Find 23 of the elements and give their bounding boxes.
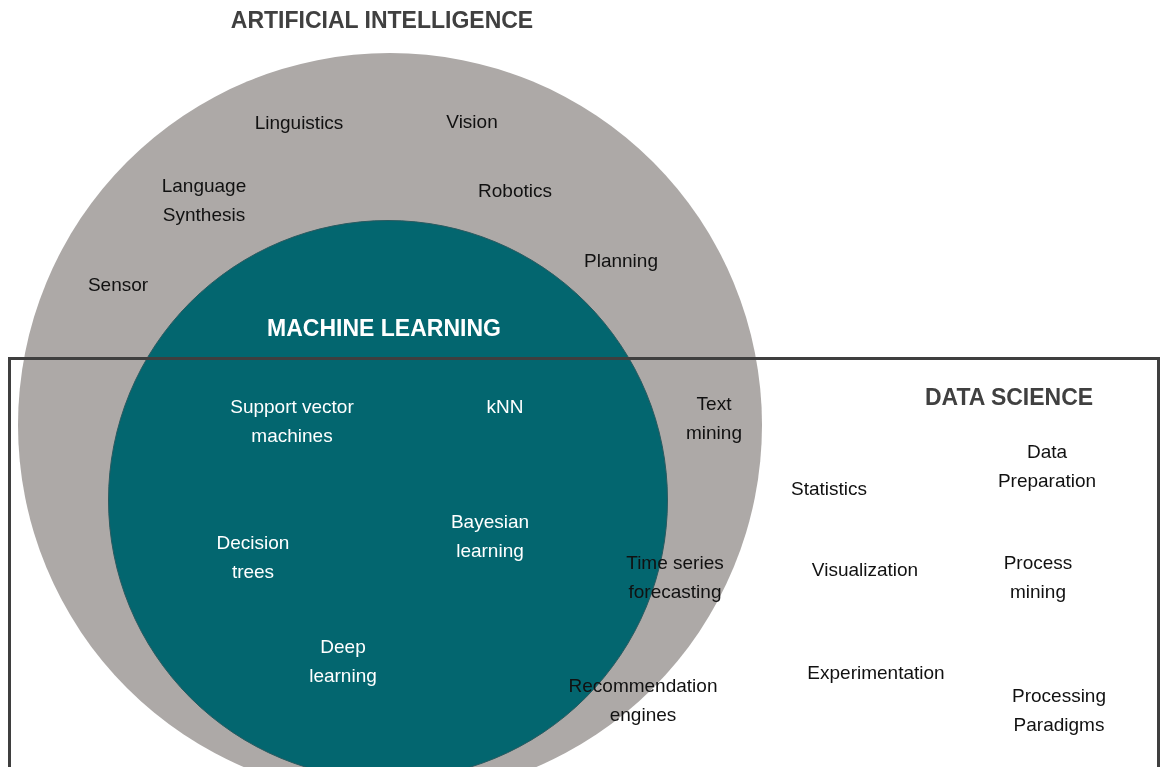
topic-label: Experimentation [807, 660, 945, 685]
topic-label: Data Preparation [996, 440, 1098, 493]
topic-label: Processing Paradigms [1011, 684, 1107, 737]
topic-label: Vision [446, 109, 498, 134]
topic-label: Visualization [811, 557, 919, 582]
topic-label: Language Synthesis [160, 174, 248, 227]
section-heading: ARTIFICIAL INTELLIGENCE [230, 6, 534, 34]
topic-label: Process mining [1002, 551, 1074, 604]
section-heading: MACHINE LEARNING [267, 314, 501, 342]
data-science-box [8, 357, 1160, 767]
topic-label: Support vector machines [229, 395, 355, 448]
topic-label: Robotics [478, 178, 552, 203]
topic-label: Sensor [87, 272, 149, 297]
topic-label: Deep learning [308, 635, 378, 688]
section-heading: DATA SCIENCE [924, 383, 1094, 411]
topic-label: Statistics [791, 476, 867, 501]
topic-label: kNN [486, 394, 524, 419]
topic-label: Bayesian learning [449, 510, 531, 563]
topic-label: Text mining [685, 392, 743, 445]
topic-label: Planning [584, 248, 658, 273]
topic-label: Linguistics [254, 110, 344, 135]
topic-label: Recommendation engines [567, 674, 719, 727]
topic-label: Decision trees [215, 531, 291, 584]
